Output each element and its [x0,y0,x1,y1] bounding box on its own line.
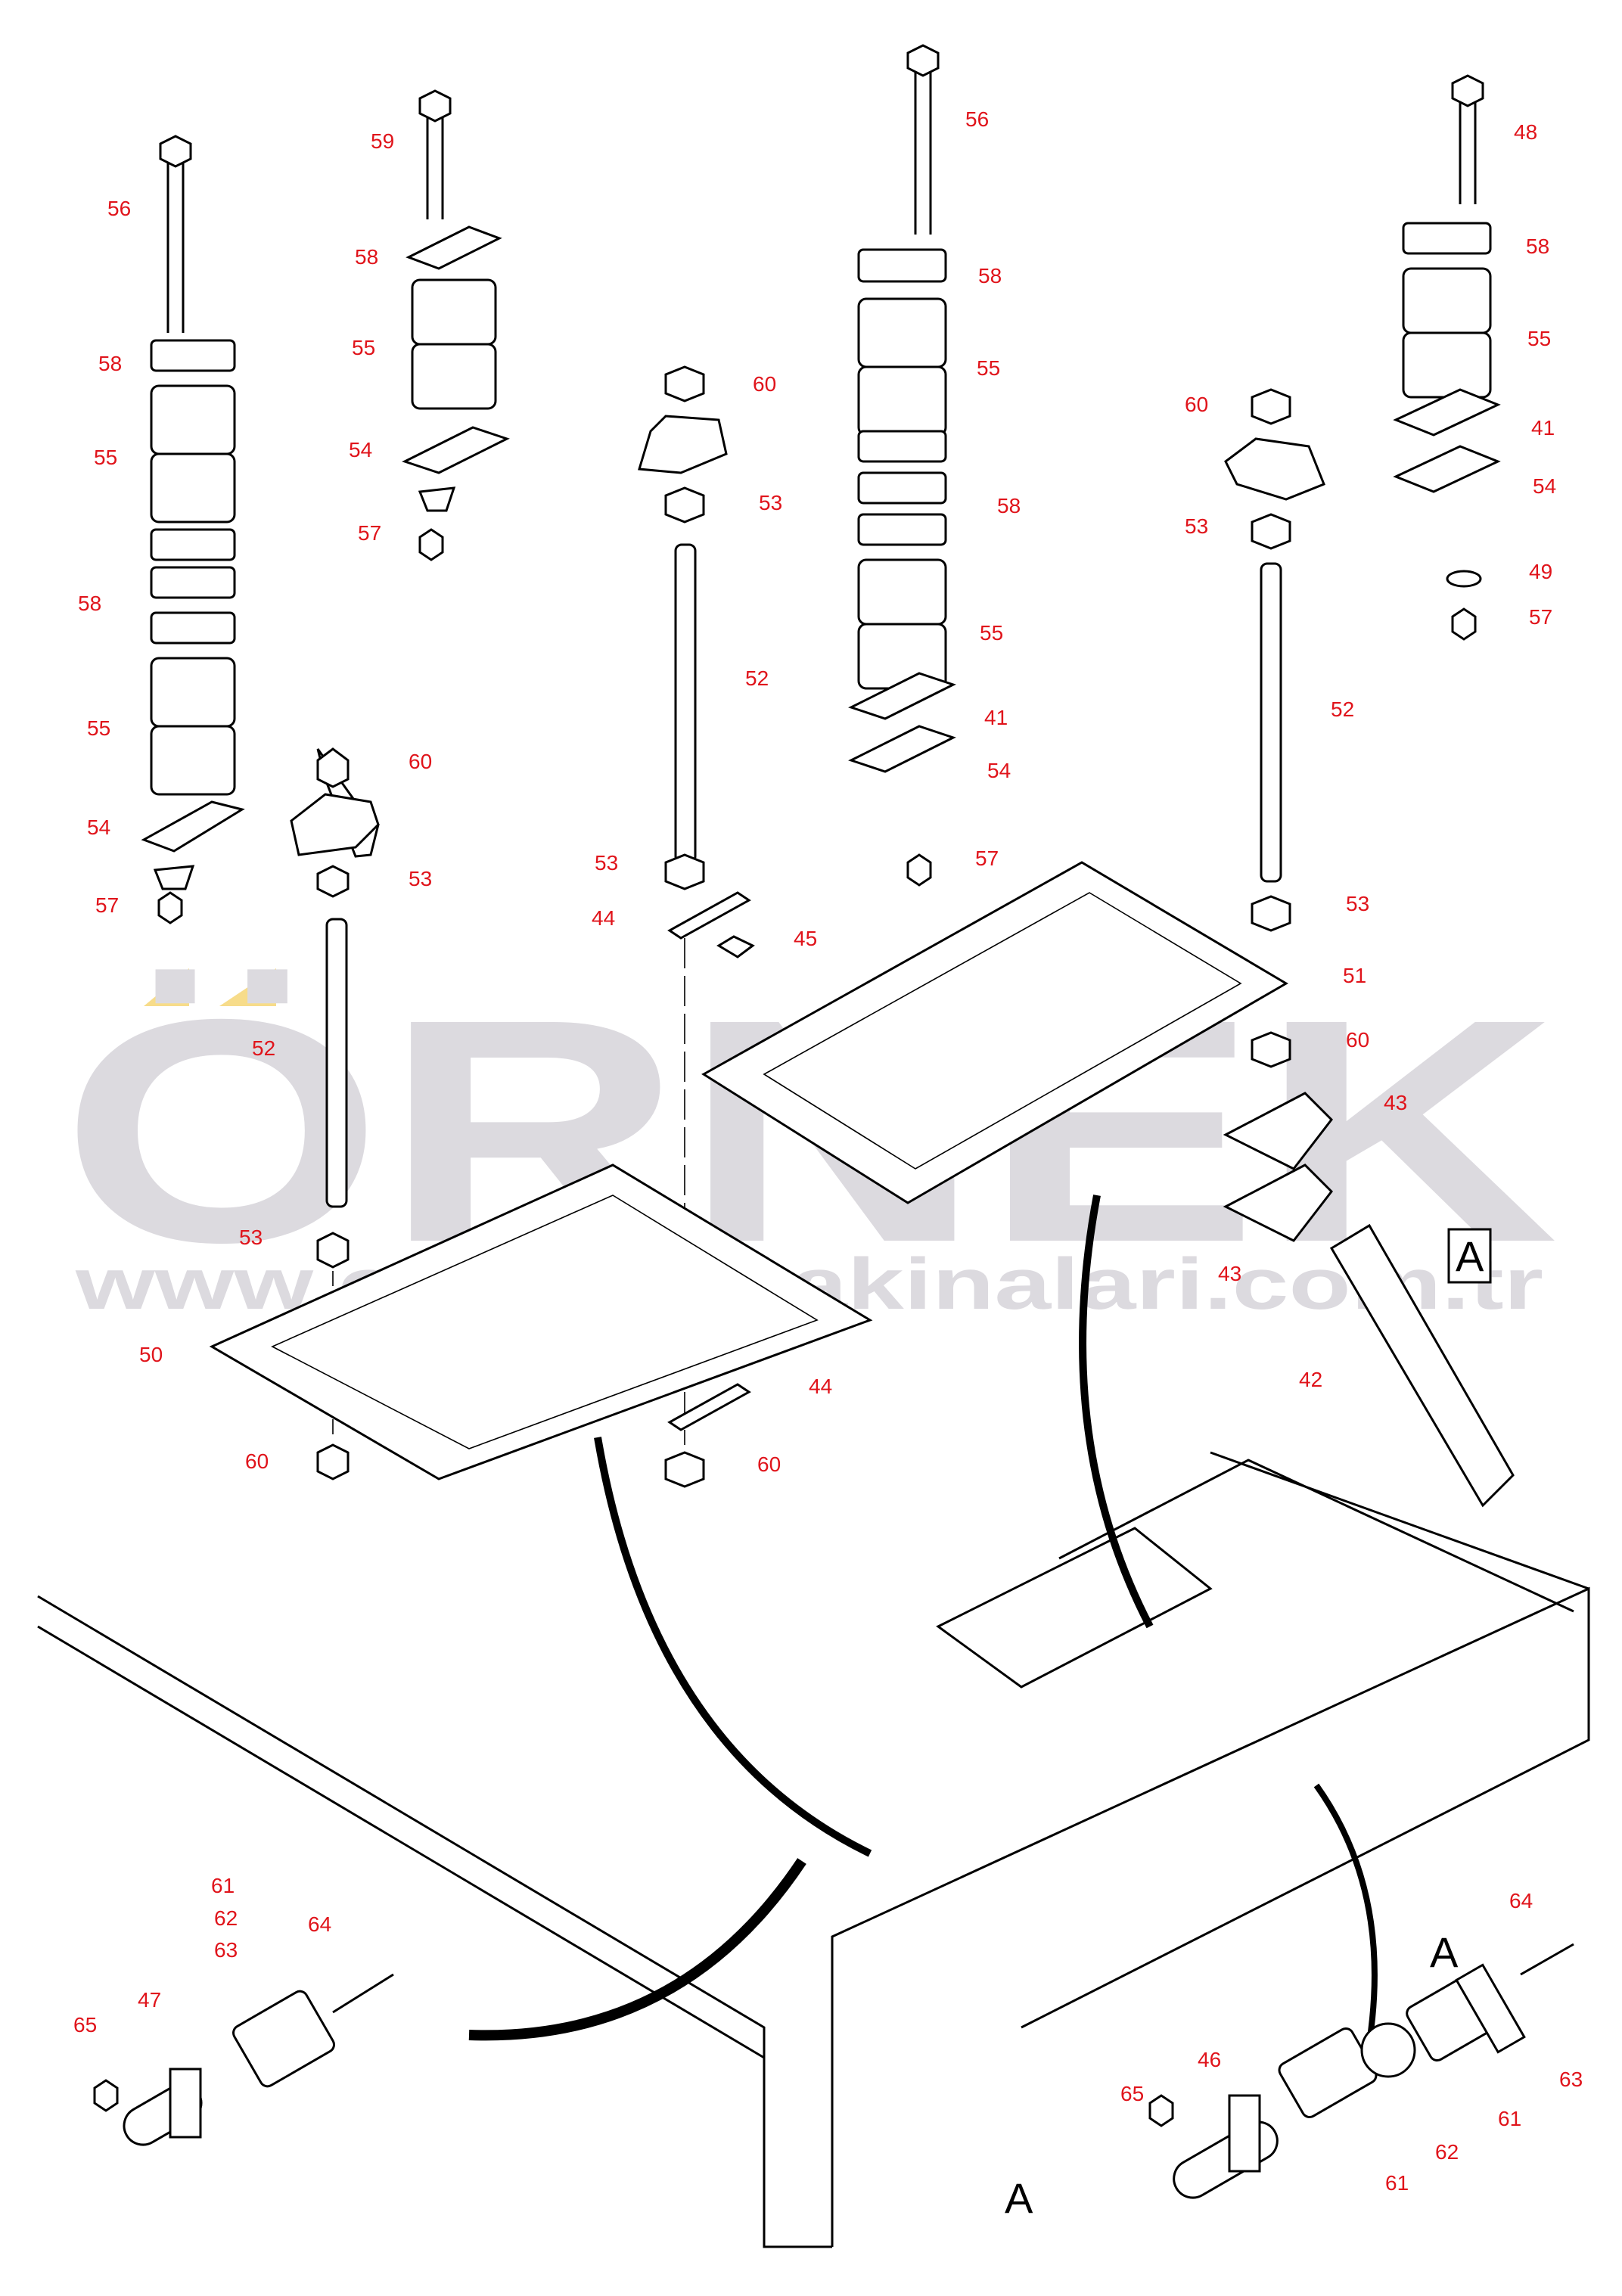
clamp-stack-1 [141,135,245,924]
callout: 48 [1514,120,1537,144]
callout: 57 [975,847,999,870]
callout: 51 [1343,964,1366,987]
callout: 61 [211,1874,235,1897]
plate-icon [150,339,236,372]
view-a-arrow-label: A [1005,2174,1033,2222]
callout: 57 [1529,605,1552,629]
frame-51 [701,861,1288,1204]
base-plate-icon [141,800,245,853]
bolt-head-icon [159,135,192,168]
callout: 56 [107,197,131,220]
callout: 54 [987,759,1011,782]
callout: 52 [1331,697,1354,721]
callout: 61 [1498,2107,1521,2130]
callout: 58 [78,592,101,615]
callout: 54 [87,816,110,839]
callout: 63 [1559,2068,1583,2091]
callout: 56 [965,107,989,131]
view-a-arrow-label: A [1430,1928,1459,1976]
callout: 64 [1509,1889,1533,1912]
clamp-stack-2 [290,89,510,1480]
machine-chassis [37,1195,1590,2248]
callout: 53 [759,491,782,514]
callout: 60 [757,1452,781,1476]
callout: 58 [1526,235,1549,258]
callout: 42 [1299,1368,1322,1391]
callout: 50 [139,1343,163,1366]
callout: 61 [1385,2171,1409,2195]
callout: 58 [997,494,1021,517]
callout: 55 [980,621,1003,645]
callout: 44 [592,906,615,930]
mount-assembly-right [1148,1943,1574,2199]
callout: 59 [371,129,394,153]
callout: 60 [245,1449,269,1473]
callout: 41 [984,706,1008,729]
callout: 53 [1185,514,1208,538]
callout: 65 [1120,2082,1144,2105]
nut-icon [157,891,183,924]
callout: 47 [138,1988,161,2012]
callout: 60 [1346,1028,1369,1052]
watermark-accent [144,968,189,1006]
callout: 53 [409,867,432,890]
callout: 43 [1384,1091,1407,1114]
callout: 60 [1185,393,1208,416]
clamp-stack-3 [848,44,956,887]
callout: 64 [308,1912,331,1936]
callout: 55 [94,446,117,469]
view-a-marker: A [1456,1232,1484,1280]
stud-stack-center [638,365,755,1488]
callout: 49 [1529,560,1552,583]
stud-stack-right [1223,388,1515,1508]
callouts: 56 58 55 58 55 54 57 59 58 55 54 57 60 5… [73,107,1583,2195]
callout: 63 [214,1938,238,1962]
callout: 60 [409,750,432,773]
callout: 46 [1198,2048,1221,2071]
watermark-accent [219,968,276,1006]
callout: 41 [1531,416,1555,440]
callout: 43 [1218,1262,1241,1285]
callout: 57 [358,521,381,545]
callout: 58 [978,264,1002,287]
callout: 55 [1527,327,1551,350]
callout: 57 [95,893,119,917]
callout: 60 [753,372,776,396]
bracket-icon [1329,1223,1515,1508]
view-a-box [1447,1228,1492,1284]
callout: 54 [1533,474,1556,498]
callout: 58 [98,352,122,375]
callout: 44 [809,1375,832,1398]
floor-frames [209,861,1288,1480]
mount-assembly-left [93,1973,394,2146]
callout: 53 [239,1226,263,1249]
callout: 53 [1346,892,1369,915]
callout: 65 [73,2013,97,2037]
callout: 55 [977,356,1000,380]
callout: 62 [1435,2140,1459,2164]
clamp-stack-4 [1393,74,1501,641]
callout: 53 [595,851,618,875]
callout: 55 [352,336,375,359]
callout: 54 [349,438,372,461]
callout: 52 [745,666,769,690]
callout: 58 [355,245,378,269]
callout: 62 [214,1906,238,1930]
callout: 52 [252,1036,275,1060]
callout: 45 [794,927,817,950]
callout: 55 [87,716,110,740]
